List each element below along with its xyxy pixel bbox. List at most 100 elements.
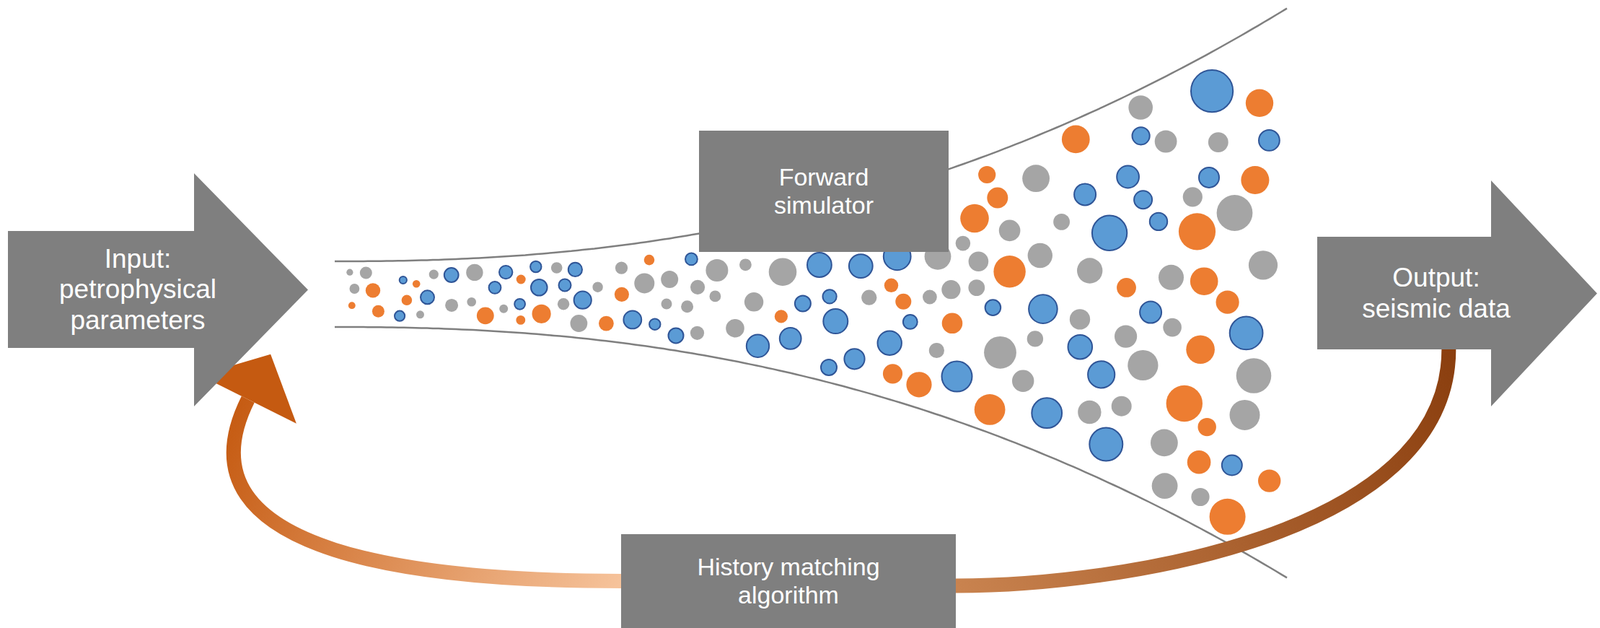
particle	[1139, 301, 1162, 324]
particle	[942, 361, 973, 392]
particle	[1092, 215, 1127, 251]
particle	[884, 278, 899, 293]
particle	[1061, 125, 1090, 154]
particle	[985, 299, 1002, 316]
particle	[983, 336, 1017, 369]
particle	[705, 258, 728, 282]
particle	[372, 305, 385, 318]
particle	[1068, 334, 1093, 360]
particle	[1198, 417, 1217, 436]
particle	[1229, 316, 1264, 350]
particle	[516, 274, 526, 285]
particle	[895, 293, 912, 310]
particle	[968, 251, 989, 272]
process-box: History matching algorithm	[621, 533, 956, 628]
arrow-body	[233, 398, 622, 581]
feedback-arrow	[955, 349, 1449, 586]
particle	[661, 298, 673, 310]
particle	[746, 334, 769, 358]
particle	[660, 270, 679, 288]
particle	[394, 310, 405, 322]
particle	[1183, 186, 1203, 207]
particle	[530, 261, 542, 272]
particle	[401, 295, 413, 306]
particle	[823, 289, 837, 303]
particle	[1187, 450, 1212, 474]
particle	[955, 235, 971, 252]
particle	[1190, 69, 1233, 112]
particle	[1133, 190, 1153, 209]
particle	[1208, 132, 1229, 153]
particle	[978, 165, 996, 184]
particle	[445, 298, 459, 312]
particle	[1216, 290, 1240, 314]
particle	[365, 282, 381, 298]
funnel-outline	[334, 8, 1287, 262]
particle	[1087, 360, 1115, 388]
particle	[1152, 472, 1178, 499]
particle	[615, 261, 628, 275]
particle	[942, 313, 964, 334]
particle	[598, 315, 614, 332]
particle	[1074, 183, 1096, 205]
particle	[1185, 334, 1215, 364]
particle	[929, 342, 945, 358]
particle	[574, 291, 592, 309]
particle	[1053, 213, 1070, 231]
particle	[592, 282, 603, 293]
particle	[709, 290, 722, 303]
particle	[794, 295, 811, 312]
node-label: Output: seismic data	[1353, 262, 1520, 324]
particle	[1077, 400, 1101, 424]
particle	[1149, 212, 1168, 231]
particle	[416, 310, 425, 319]
process-box: Forward simulator	[699, 130, 949, 252]
particle	[744, 292, 764, 311]
particle	[877, 331, 902, 355]
particle	[668, 327, 684, 343]
input-arrow: Input: petrophysical parameters	[7, 173, 309, 407]
particle	[1154, 130, 1178, 153]
particle	[346, 269, 353, 276]
particle	[1116, 277, 1137, 298]
particle	[1022, 164, 1050, 192]
particle	[993, 255, 1026, 288]
particle	[1248, 250, 1278, 280]
particle	[774, 309, 788, 323]
particle	[779, 327, 802, 350]
particle	[570, 314, 588, 332]
particle	[1027, 330, 1044, 347]
particle-circles	[346, 69, 1281, 535]
particle	[634, 272, 655, 293]
particle	[429, 269, 439, 280]
particle	[359, 266, 373, 280]
particle	[690, 326, 705, 340]
arrow-body	[955, 349, 1449, 586]
particle	[1245, 89, 1274, 117]
particle	[559, 279, 572, 292]
particle	[820, 359, 837, 376]
particle	[999, 220, 1021, 242]
particle	[882, 363, 903, 384]
particle	[768, 257, 798, 286]
particle	[412, 279, 421, 288]
particle	[1028, 294, 1058, 324]
node-label: Forward simulator	[751, 163, 896, 220]
particle	[922, 289, 938, 305]
particle	[623, 310, 642, 329]
particle	[499, 304, 508, 314]
particle	[514, 298, 526, 310]
particle	[557, 297, 570, 310]
particle	[906, 371, 932, 397]
particle	[861, 289, 877, 306]
node-label: History matching algorithm	[680, 552, 897, 609]
particle	[349, 283, 360, 294]
particle	[1162, 318, 1182, 337]
particle	[941, 279, 961, 299]
particle	[725, 318, 745, 338]
particle	[1166, 385, 1203, 422]
particle	[420, 289, 435, 304]
output-arrow: Output: seismic data	[1317, 180, 1598, 407]
particle	[1069, 308, 1090, 329]
particle	[1128, 95, 1153, 120]
